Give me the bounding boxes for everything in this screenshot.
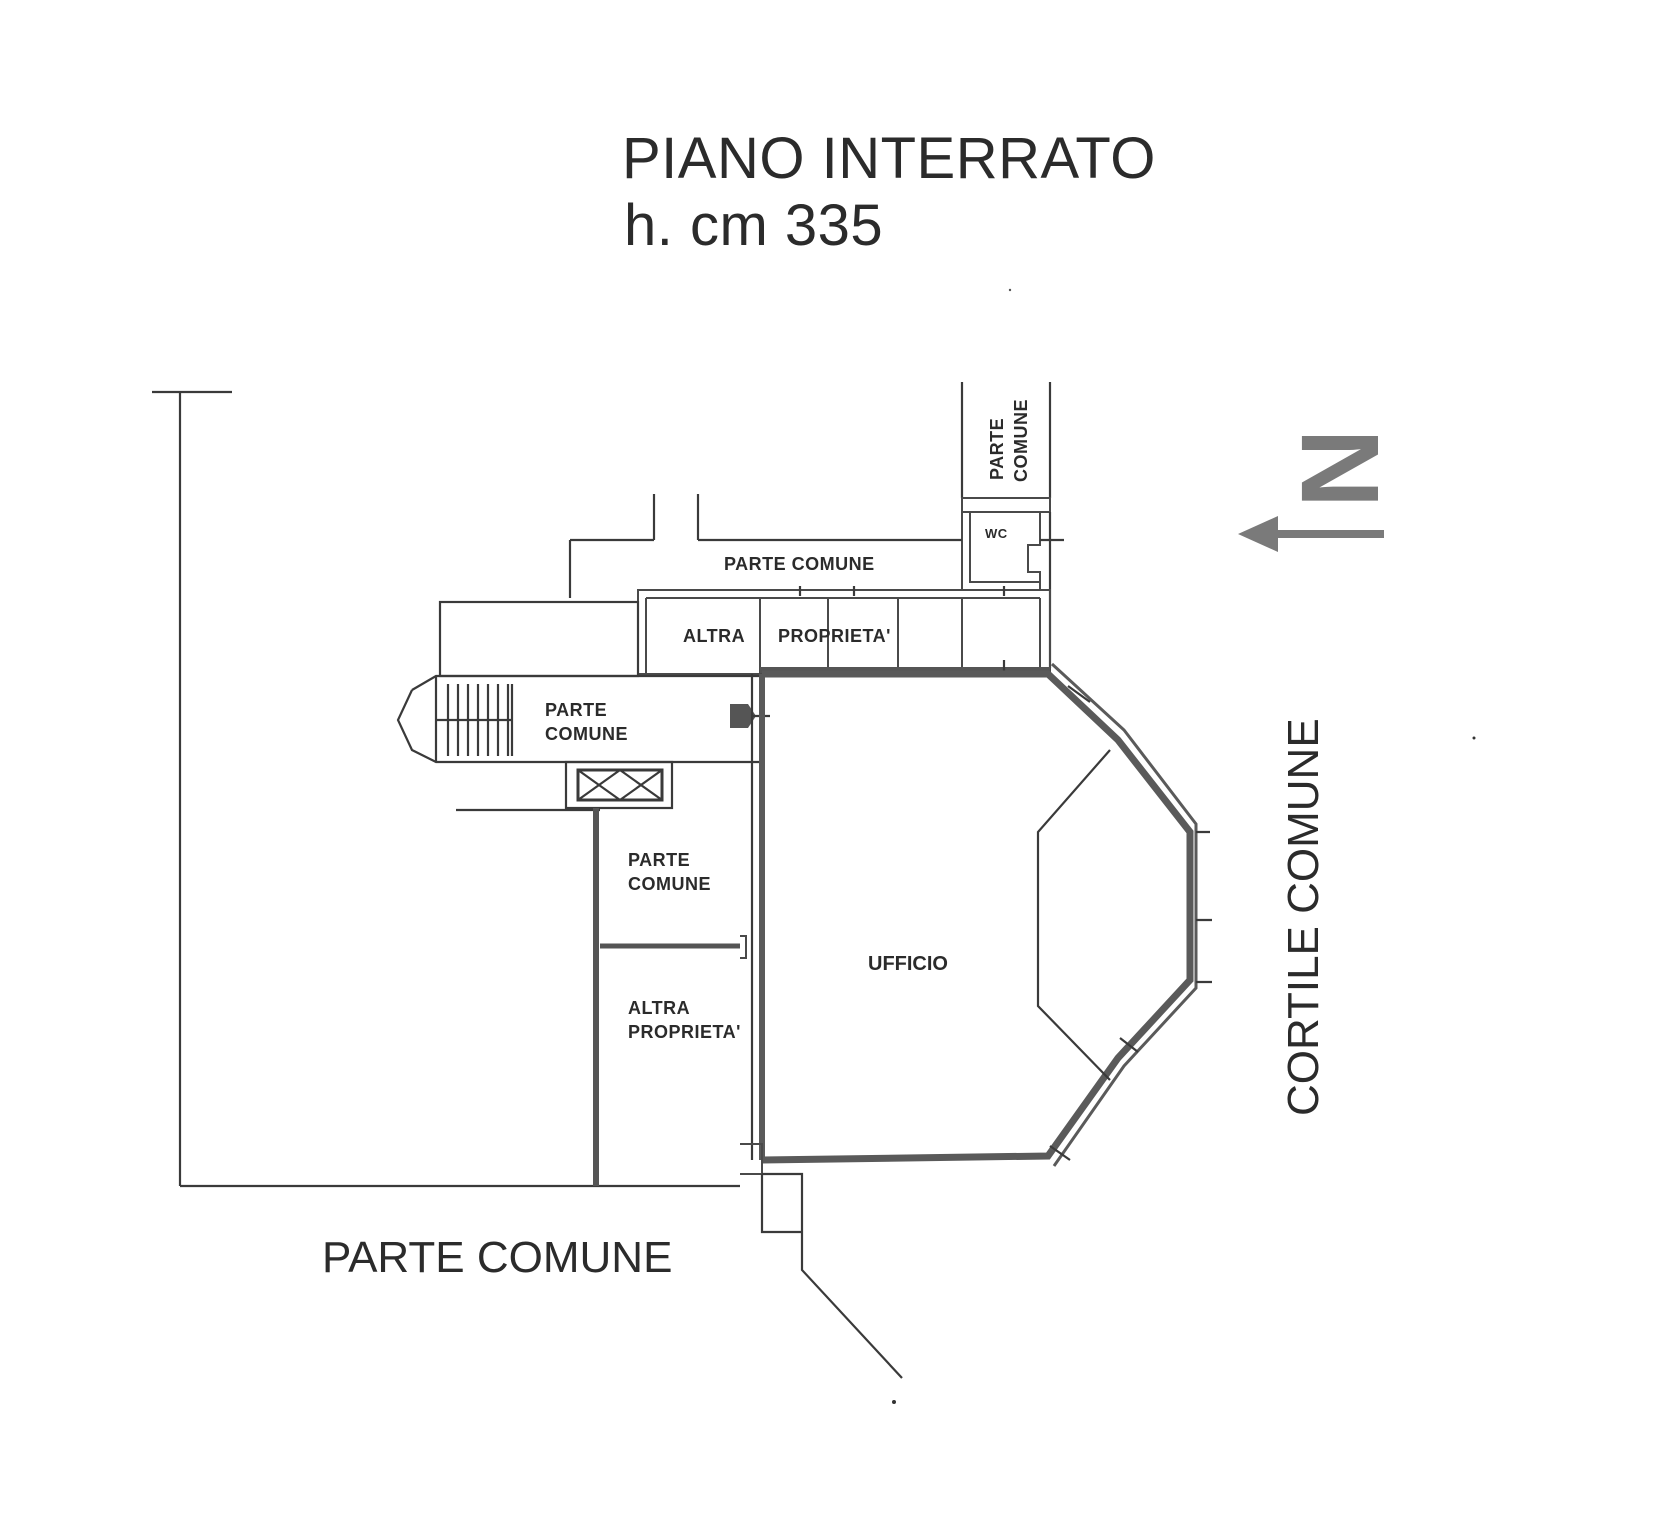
proprieta-2-label: PROPRIETA' bbox=[628, 1022, 741, 1042]
parte-comune-north-label-2: COMUNE bbox=[1011, 399, 1031, 482]
plan-title: PIANO INTERRATO bbox=[622, 126, 1156, 191]
ufficio-label: UFFICIO bbox=[868, 953, 948, 975]
wc-label: WC bbox=[985, 526, 1008, 541]
plan-height: h. cm 335 bbox=[624, 193, 883, 258]
altra-2-label: ALTRA bbox=[628, 998, 690, 1018]
lift-shaft bbox=[564, 760, 674, 810]
stair-landing bbox=[396, 674, 770, 764]
storage-box bbox=[438, 600, 640, 678]
staircase bbox=[436, 684, 514, 756]
altra-label: ALTRA bbox=[683, 626, 745, 646]
parte-comune-north-label-1: PARTE bbox=[987, 418, 1007, 480]
stair-parte-label: PARTE bbox=[545, 700, 607, 720]
cortile-comune-label: CORTILE COMUNE bbox=[1279, 718, 1328, 1116]
mid-comune-label: COMUNE bbox=[628, 874, 711, 894]
north-arrow-icon: N bbox=[1238, 429, 1402, 552]
parte-comune-bottom-label: PARTE COMUNE bbox=[322, 1233, 672, 1282]
top-common-strip bbox=[568, 494, 962, 598]
mid-parte-label: PARTE bbox=[628, 850, 690, 870]
property-boundary bbox=[152, 390, 740, 1188]
middle-rooms bbox=[593, 808, 747, 1186]
entrance-arrow-icon bbox=[730, 704, 756, 728]
proprieta-label: PROPRIETA' bbox=[778, 626, 891, 646]
wc-room bbox=[961, 497, 1064, 668]
stair-comune-label: COMUNE bbox=[545, 724, 628, 744]
parte-comune-strip-label: PARTE COMUNE bbox=[724, 554, 875, 574]
ufficio-room bbox=[740, 662, 1212, 1379]
north-label: N bbox=[1279, 429, 1402, 508]
north-corridor bbox=[960, 382, 1052, 498]
